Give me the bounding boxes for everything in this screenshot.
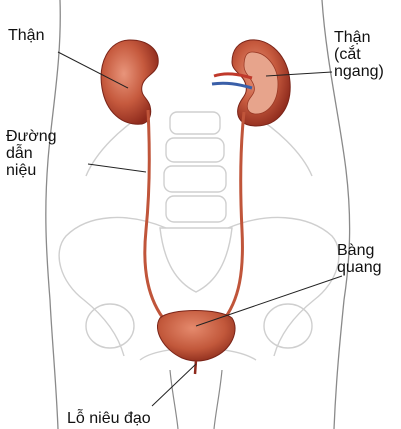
label-kidney-right-cross-section: Thận (cắt ngang): [334, 29, 384, 80]
label-kidney-left: Thận: [8, 27, 44, 44]
urethra: [195, 360, 196, 374]
bladder: [157, 311, 235, 362]
leader-bladder: [196, 276, 342, 326]
vertebra-2: [166, 138, 224, 162]
label-ureter: Đường dẫn niệu: [6, 128, 57, 179]
vertebra-4: [166, 196, 226, 222]
sacrum: [160, 228, 232, 292]
vertebra-1: [170, 112, 220, 134]
kidney-left: [101, 40, 158, 124]
label-urethral-opening: Lỗ niêu đạo: [67, 410, 151, 427]
body-outline-left: [46, 0, 60, 429]
leader-ureter: [88, 164, 146, 172]
vertebra-3: [164, 166, 226, 192]
pelvis-right: [228, 218, 339, 356]
legs-outline: [170, 370, 222, 429]
body-outline: [46, 0, 350, 429]
ureters: [145, 110, 244, 322]
kidney-right-cross-section: [212, 40, 290, 126]
label-bladder: Bàng quang: [337, 242, 382, 276]
ureter-left: [145, 110, 166, 322]
